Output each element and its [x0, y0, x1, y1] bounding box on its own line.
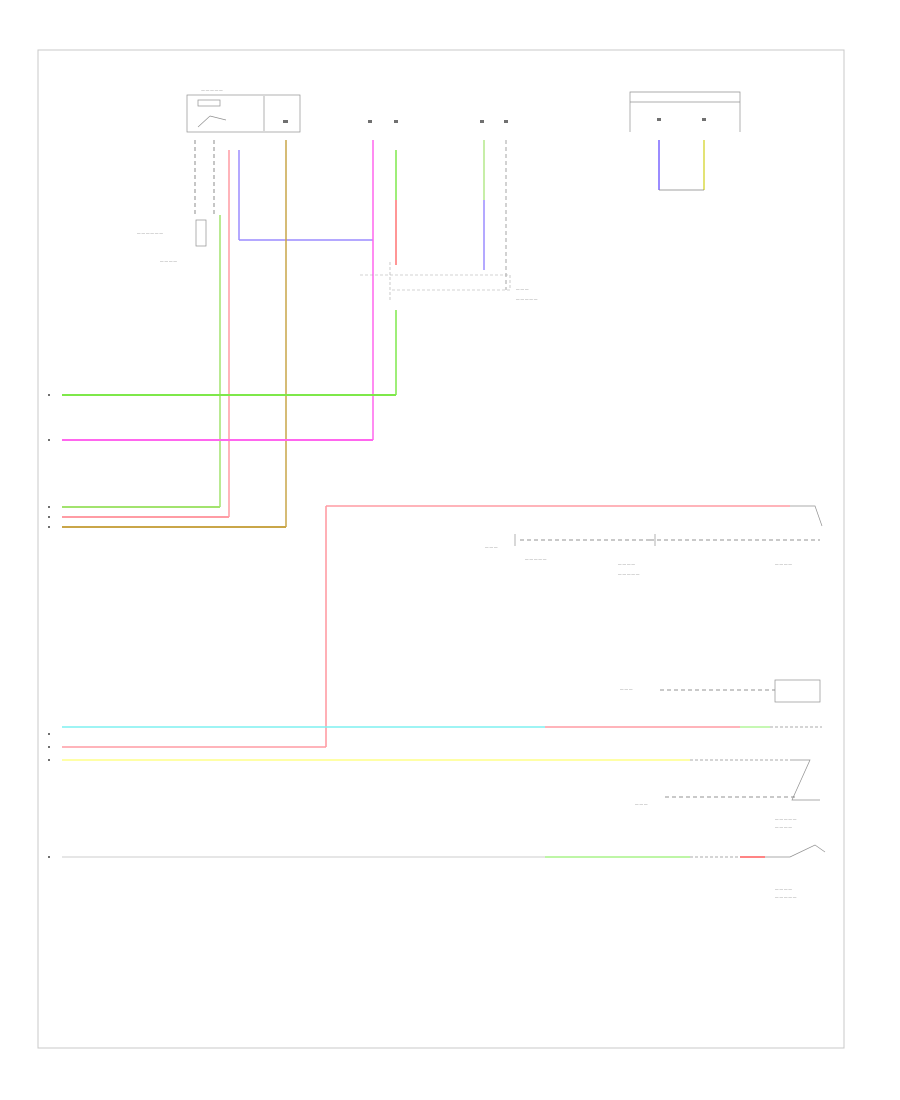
svg-text:— — — —: — — — — [775, 825, 792, 829]
horizontal-wires-top-group [62, 394, 396, 528]
junction-connector-box: — — — — — — — — [360, 262, 538, 301]
left-block-vertical-wires [194, 140, 373, 527]
svg-text:— — — — —: — — — — — [201, 88, 223, 92]
svg-text:— — — —: — — — — [775, 562, 792, 566]
diagram-frame [37, 49, 845, 1049]
svg-text:— — — — —: — — — — — [775, 817, 797, 821]
svg-text:— — — —: — — — — [160, 259, 177, 263]
left-connector-ground: — — — — — — — — — — [137, 219, 207, 263]
svg-text:— — — —: — — — — [775, 887, 792, 891]
top-right-loop-wires [658, 140, 705, 191]
right-component-upper: — — — [620, 679, 821, 703]
middle-vertical-wires [372, 140, 507, 440]
switch-row-mid: — — — — — — — — — — — — — — — — — — — — … [485, 534, 820, 576]
top-right-connector [629, 91, 741, 132]
svg-text:— — — — —: — — — — — [775, 895, 797, 899]
horizontal-wires-bottom-group [62, 726, 826, 858]
svg-text:— — —: — — — [635, 802, 648, 806]
svg-text:— — — — —: — — — — — [516, 297, 538, 301]
svg-text:— — —: — — — [516, 287, 529, 291]
svg-text:— — — — —: — — — — — [525, 557, 547, 561]
svg-text:— — — — — —: — — — — — — [137, 231, 163, 235]
right-component-lower: — — — — — — — — — — — — — — — — — — — — … [635, 796, 797, 899]
svg-text:— — — —: — — — — [618, 562, 635, 566]
red-routing-wire [62, 505, 823, 748]
svg-text:— — —: — — — [620, 687, 633, 691]
left-edge-pin-markers [48, 394, 50, 858]
svg-text:— — — — —: — — — — — [618, 572, 640, 576]
left-rear-door-component [368, 120, 398, 123]
left-front-door-component: — — — — — [186, 88, 301, 133]
svg-text:— — —: — — — [485, 545, 498, 549]
right-rear-door-component [480, 120, 508, 123]
